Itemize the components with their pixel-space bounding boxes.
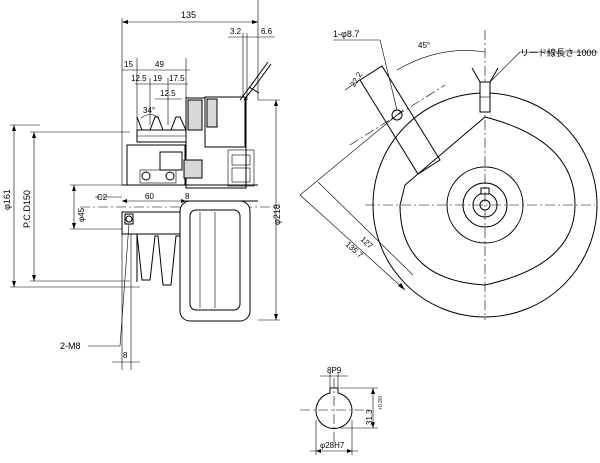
dim-outer-dia: φ218 — [272, 204, 282, 225]
dim-chamfer: C2 — [97, 193, 108, 202]
dim-overall-width: 135 — [181, 10, 196, 20]
dim-8-top: 8 — [185, 192, 190, 201]
key-depth-tol: +0.2/0 — [378, 396, 384, 410]
dim-pcd: P.C.D150 — [22, 190, 32, 228]
key-depth: 31.3 — [365, 409, 374, 425]
dim-bore-dia: φ45 — [77, 207, 86, 222]
dim-127: 127 — [359, 235, 375, 251]
hole-label: 1-φ8.7 — [333, 29, 359, 39]
dim-49: 49 — [155, 60, 164, 69]
dim-groove-angle: 34° — [143, 106, 155, 115]
dim-3-2: 3.2 — [230, 27, 242, 36]
lead-wire-label: リード線長さ 1000 — [520, 47, 597, 58]
keyway-view: 8P9 31.3 +0.2/0 φ28H7 — [300, 366, 384, 455]
dim-19: 19 — [153, 74, 162, 83]
dim-tap: 2-M8 — [60, 341, 81, 351]
dim-12-5-b: 12.5 — [160, 89, 176, 98]
dim-60: 60 — [145, 192, 154, 201]
dim-8-bottom: 8 — [123, 351, 128, 360]
dim-6-6: 6.6 — [261, 27, 273, 36]
front-view: 45° 1-φ8.7 22.2 127 135.7 リード線長さ 1000 — [299, 29, 598, 320]
dim-15: 15 — [124, 60, 133, 69]
dim-17-5: 17.5 — [169, 74, 185, 83]
shaft-dia: φ28H7 — [320, 441, 345, 450]
key-width: 8P9 — [327, 366, 342, 375]
side-view: 135 3.2 6.6 15 49 12.5 19 17.5 12.5 34° — [2, 0, 282, 370]
dim-12-5-a: 12.5 — [131, 74, 147, 83]
angle-45: 45° — [418, 41, 430, 50]
dim-pulley-dia: φ161 — [2, 189, 12, 210]
